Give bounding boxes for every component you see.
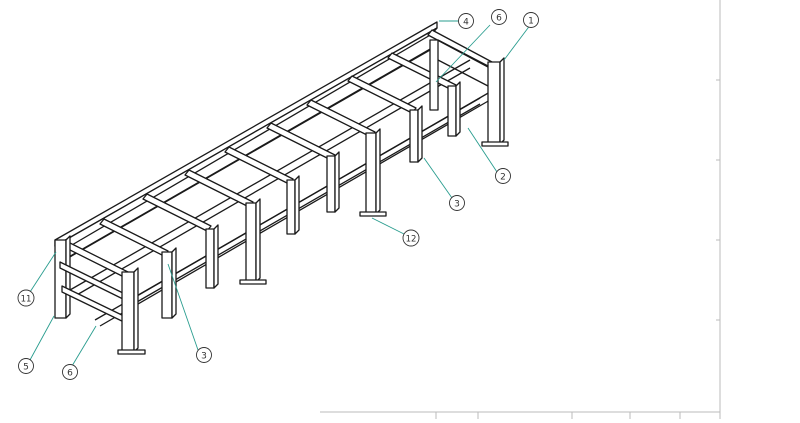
svg-text:3: 3 — [201, 352, 207, 362]
svg-text:6: 6 — [496, 14, 502, 24]
leader-lines — [29, 20, 532, 367]
end-frame-left — [54, 235, 146, 355]
posts-front — [161, 81, 461, 319]
svg-text:6: 6 — [67, 369, 73, 379]
frame-structure — [54, 21, 509, 355]
callout-6-top: 6 — [491, 9, 507, 25]
cross-beams — [61, 29, 493, 279]
sheet-border — [320, 0, 721, 419]
callout-6-bottom: 6 — [62, 364, 78, 380]
svg-text:3: 3 — [454, 200, 460, 210]
svg-text:5: 5 — [23, 363, 29, 373]
svg-text:11: 11 — [21, 295, 32, 305]
svg-text:1: 1 — [528, 17, 534, 27]
callout-12: 12 — [402, 229, 420, 247]
callout-3-right: 3 — [449, 195, 465, 211]
callout-3-left: 3 — [196, 347, 212, 363]
callout-2: 2 — [495, 168, 511, 184]
callout-5: 5 — [18, 358, 34, 374]
callout-11: 11 — [17, 289, 35, 307]
svg-text:2: 2 — [500, 173, 506, 183]
callout-4: 4 — [458, 13, 474, 29]
svg-text:4: 4 — [463, 18, 469, 28]
svg-text:12: 12 — [406, 235, 417, 245]
callout-1: 1 — [523, 12, 539, 28]
end-frame-right — [429, 39, 509, 147]
